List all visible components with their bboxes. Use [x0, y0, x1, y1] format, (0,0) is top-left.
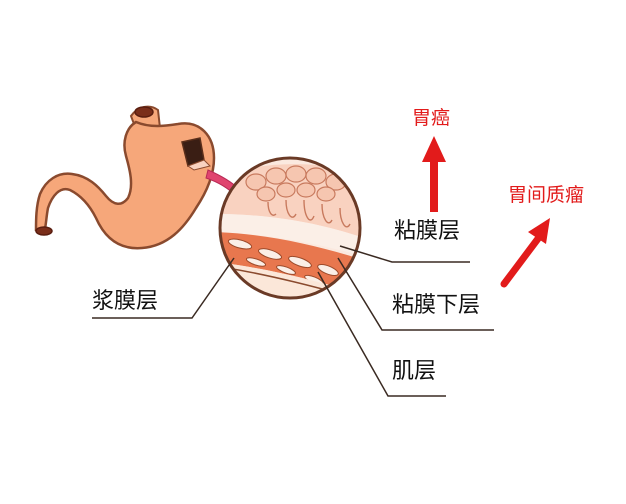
stomach-body [34, 120, 216, 250]
label-muscularis: 肌层 [392, 359, 436, 384]
label-submucosa: 粘膜下层 [392, 293, 480, 318]
leader-line-mucosa [339, 245, 470, 263]
label-gist: 胃间质瘤 [508, 184, 584, 206]
pylorus-opening [35, 226, 53, 236]
tissue-cross-section [218, 156, 362, 300]
red-arrow-gist [500, 218, 550, 288]
serosa-layer [220, 262, 360, 298]
label-mucosa: 粘膜层 [394, 219, 460, 244]
magnify-circle-outline [218, 156, 362, 300]
label-gastric-cancer: 胃癌 [412, 107, 450, 129]
leader-line-submucosa [337, 257, 494, 331]
red-arrow-gastric-cancer [422, 136, 446, 212]
leader-lines [92, 245, 494, 397]
leader-line-muscularis [317, 271, 446, 397]
stomach-illustration [34, 105, 216, 250]
muscle-layer [220, 232, 360, 296]
label-serosa: 浆膜层 [92, 289, 158, 314]
leader-line-serosa [92, 257, 235, 319]
submucosa-layer [220, 214, 360, 258]
